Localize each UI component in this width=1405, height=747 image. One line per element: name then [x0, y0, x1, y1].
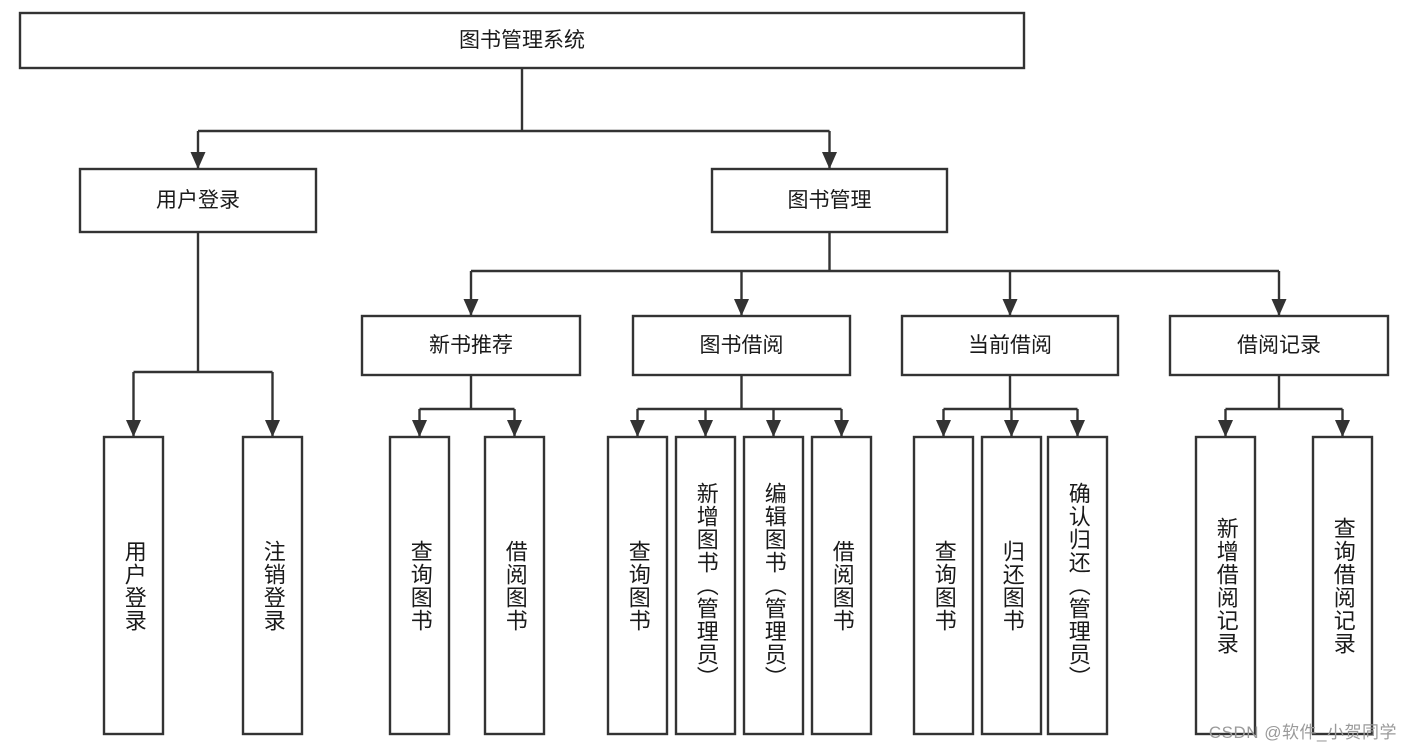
- node-user-login[interactable]: [78, 167, 318, 234]
- node-leaf-query-book-1[interactable]: [388, 435, 451, 736]
- leafgroup-book-borrow-arrow-2: [766, 420, 781, 437]
- leafgroup-current-borrow-arrow-0: [936, 420, 951, 437]
- node-root[interactable]: [18, 11, 1026, 70]
- node-root-label: 图书管理系统: [459, 29, 585, 52]
- bookmanage-to-level3-arrow-1: [734, 299, 749, 316]
- node-borrow-record-label: 借阅记录: [1237, 334, 1321, 357]
- leafgroup-book-borrow-arrow-1: [698, 420, 713, 437]
- root-to-level2-arrow-1: [822, 152, 837, 169]
- leafgroup-user-login-arrow-1: [265, 420, 280, 437]
- node-book-manage-label: 图书管理: [788, 189, 872, 212]
- root-to-level2-arrow-0: [190, 152, 206, 169]
- node-new-book-rec[interactable]: [360, 314, 582, 377]
- node-leaf-borrow-book-1[interactable]: [483, 435, 546, 736]
- node-new-book-rec-label: 新书推荐: [429, 334, 513, 357]
- node-leaf-confirm-return[interactable]: [1046, 435, 1109, 736]
- node-leaf-edit-book[interactable]: [742, 435, 805, 736]
- node-user-login-label: 用户登录: [156, 189, 240, 212]
- node-book-manage[interactable]: [710, 167, 949, 234]
- leafgroup-user-login-arrow-0: [126, 420, 141, 437]
- node-leaf-query-book-3[interactable]: [912, 435, 975, 736]
- leafgroup-current-borrow-arrow-1: [1004, 420, 1019, 437]
- leafgroup-new-book-rec-arrow-1: [507, 420, 522, 437]
- connectors-layer: [126, 68, 1350, 437]
- node-leaf-logout[interactable]: [241, 435, 304, 736]
- node-leaf-add-book[interactable]: [674, 435, 737, 736]
- node-current-borrow[interactable]: [900, 314, 1120, 377]
- node-book-borrow[interactable]: [631, 314, 852, 377]
- node-borrow-record[interactable]: [1168, 314, 1390, 377]
- node-leaf-query-record[interactable]: [1311, 435, 1374, 736]
- bookmanage-to-level3-arrow-0: [463, 299, 479, 316]
- leafgroup-borrow-record-arrow-0: [1218, 420, 1233, 437]
- node-current-borrow-label: 当前借阅: [968, 334, 1052, 357]
- leafgroup-borrow-record-arrow-1: [1335, 420, 1350, 437]
- bookmanage-to-level3-arrow-3: [1271, 299, 1287, 316]
- node-leaf-borrow-book-2[interactable]: [810, 435, 873, 736]
- leafgroup-book-borrow-arrow-0: [630, 420, 645, 437]
- bookmanage-to-level3-arrow-2: [1002, 299, 1018, 316]
- watermark-text: CSDN @软件_小贺同学: [1208, 723, 1397, 742]
- leafgroup-book-borrow-arrow-3: [834, 420, 849, 437]
- node-leaf-query-book-2[interactable]: [606, 435, 669, 736]
- node-book-borrow-label: 图书借阅: [700, 334, 784, 357]
- leafgroup-current-borrow-arrow-2: [1070, 420, 1085, 437]
- leafgroup-new-book-rec-arrow-0: [412, 420, 427, 437]
- node-leaf-user-login[interactable]: [102, 435, 165, 736]
- boxes-layer: [18, 11, 1390, 736]
- node-leaf-add-record[interactable]: [1194, 435, 1257, 736]
- node-leaf-return-book[interactable]: [980, 435, 1043, 736]
